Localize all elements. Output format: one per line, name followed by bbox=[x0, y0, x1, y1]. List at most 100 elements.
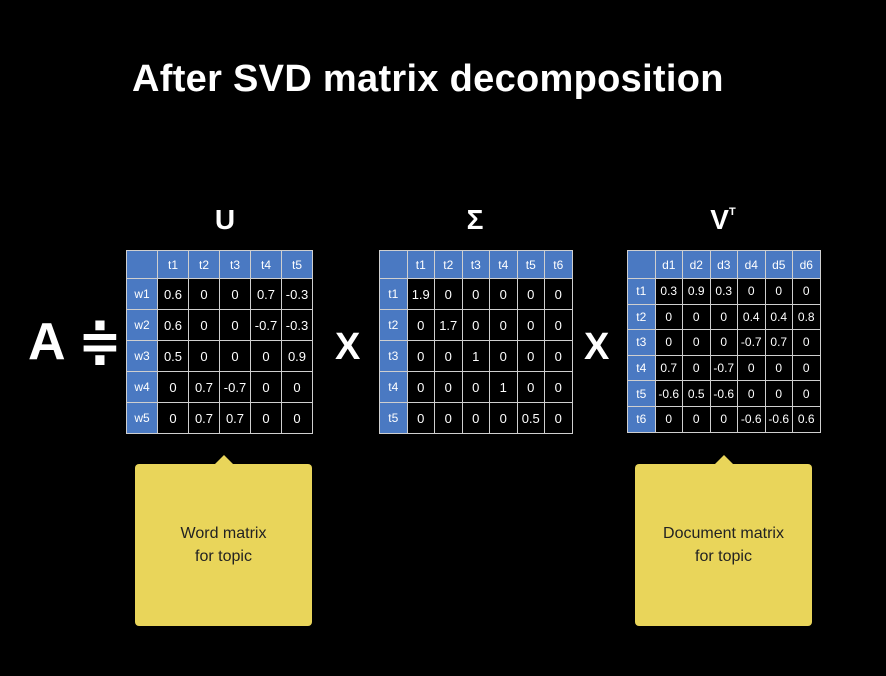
matrix-cell: 0 bbox=[157, 402, 189, 434]
matrix-col-header: d3 bbox=[709, 250, 738, 279]
matrix-row-header: t6 bbox=[627, 405, 656, 433]
matrix-col-header: t2 bbox=[434, 250, 463, 279]
matrix-cell: 0 bbox=[406, 402, 435, 434]
matrix-row-header: w4 bbox=[126, 371, 158, 403]
matrix-cell: 0 bbox=[544, 278, 573, 310]
matrix-row-header: t5 bbox=[379, 402, 408, 434]
matrix-col-header: t2 bbox=[188, 250, 220, 279]
matrix-cell: 0 bbox=[434, 278, 463, 310]
matrix-cell: 0 bbox=[544, 340, 573, 372]
matrix-cell: 0 bbox=[281, 402, 313, 434]
matrix-cell: 0.3 bbox=[709, 278, 738, 305]
word-matrix-note-line2: for topic bbox=[195, 548, 252, 565]
matrix-col-header: d1 bbox=[654, 250, 683, 279]
matrix-cell: 0 bbox=[406, 309, 435, 341]
matrix-corner-cell bbox=[126, 250, 158, 279]
matrix-cell: -0.6 bbox=[737, 405, 766, 433]
matrix-cell: 0 bbox=[682, 354, 711, 382]
matrix-cell: -0.3 bbox=[281, 278, 313, 310]
matrix-cell: 0.7 bbox=[654, 354, 683, 382]
matrix-cell: 0 bbox=[188, 340, 220, 372]
matrix-col-header: t3 bbox=[219, 250, 251, 279]
word-matrix-note-line1: Word matrix bbox=[180, 525, 267, 542]
matrix-cell: 0.7 bbox=[250, 278, 282, 310]
matrix-cell: 0 bbox=[792, 278, 821, 305]
matrix-u-label: U bbox=[214, 204, 236, 235]
matrix-cell: 0 bbox=[219, 309, 251, 341]
lhs-a-approx-equals: A ≑ bbox=[28, 313, 122, 371]
matrix-cell: 1 bbox=[461, 340, 490, 372]
matrix-cell: 0 bbox=[489, 402, 518, 434]
matrix-cell: -0.7 bbox=[709, 354, 738, 382]
matrix-cell: 0 bbox=[764, 354, 793, 382]
document-matrix-note-line2: for topic bbox=[695, 548, 752, 565]
matrix-col-header: d2 bbox=[682, 250, 711, 279]
matrix-cell: 0 bbox=[434, 402, 463, 434]
matrix-vt-label: VT bbox=[693, 204, 753, 236]
matrix-cell: 1.7 bbox=[434, 309, 463, 341]
matrix-row-header: w2 bbox=[126, 309, 158, 341]
word-matrix-note: Word matrix for topic bbox=[135, 455, 312, 626]
matrix-cell: 0 bbox=[219, 278, 251, 310]
matrix-cell: 0 bbox=[654, 405, 683, 433]
matrix-cell: 0 bbox=[764, 278, 793, 305]
matrix-col-header: d6 bbox=[792, 250, 821, 279]
matrix-cell: 0 bbox=[544, 402, 573, 434]
matrix-row-header: t2 bbox=[627, 303, 656, 331]
matrix-cell: 0 bbox=[188, 309, 220, 341]
matrix-cell: -0.3 bbox=[281, 309, 313, 341]
document-matrix-note-text: Document matrix for topic bbox=[663, 522, 784, 568]
matrix-col-header: d4 bbox=[737, 250, 766, 279]
matrix-cell: 0 bbox=[219, 340, 251, 372]
matrix-cell: 0 bbox=[489, 278, 518, 310]
matrix-row-header: t4 bbox=[379, 371, 408, 403]
matrix-cell: 0 bbox=[737, 354, 766, 382]
document-matrix-note: Document matrix for topic bbox=[635, 455, 812, 626]
matrix-cell: 0.5 bbox=[682, 380, 711, 407]
matrix-cell: 0 bbox=[250, 371, 282, 403]
word-matrix-note-text: Word matrix for topic bbox=[181, 522, 267, 568]
slide-title: After SVD matrix decomposition bbox=[132, 58, 724, 100]
matrix-cell: 0 bbox=[516, 371, 545, 403]
matrix-cell: 0.7 bbox=[188, 402, 220, 434]
matrix-cell: 0 bbox=[709, 405, 738, 433]
matrix-cell: 0 bbox=[682, 329, 711, 356]
matrix-cell: 0.3 bbox=[654, 278, 683, 305]
matrix-col-header: t6 bbox=[544, 250, 573, 279]
matrix-cell: 0.5 bbox=[157, 340, 189, 372]
matrix-row-header: t3 bbox=[379, 340, 408, 372]
matrix-cell: 0 bbox=[792, 354, 821, 382]
matrix-col-header: t4 bbox=[489, 250, 518, 279]
matrix-col-header: t4 bbox=[250, 250, 282, 279]
matrix-cell: 0 bbox=[764, 380, 793, 407]
matrix-cell: 0.6 bbox=[157, 278, 189, 310]
matrix-cell: 0 bbox=[544, 309, 573, 341]
matrix-cell: 0 bbox=[434, 371, 463, 403]
matrix-cell: 0 bbox=[737, 278, 766, 305]
matrix-row-header: t4 bbox=[627, 354, 656, 382]
matrix-col-header: d5 bbox=[764, 250, 793, 279]
matrix-col-header: t1 bbox=[406, 250, 435, 279]
matrix-cell: 0 bbox=[516, 340, 545, 372]
matrix-vt-label-base: V bbox=[710, 204, 729, 235]
matrix-cell: 0 bbox=[737, 380, 766, 407]
matrix-cell: 0.7 bbox=[764, 329, 793, 356]
matrix-vt-label-sup: T bbox=[728, 205, 736, 218]
document-matrix-note-line1: Document matrix bbox=[663, 525, 784, 542]
matrix-cell: -0.6 bbox=[709, 380, 738, 407]
matrix-cell: 0 bbox=[461, 278, 490, 310]
matrix-cell: -0.7 bbox=[219, 371, 251, 403]
matrix-cell: 0 bbox=[406, 371, 435, 403]
